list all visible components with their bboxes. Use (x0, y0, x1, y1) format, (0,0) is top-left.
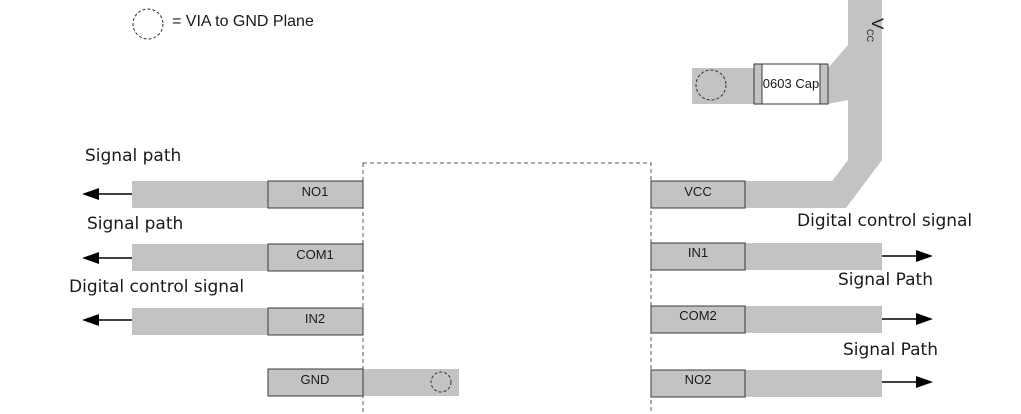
pin-com1: COM1 (267, 243, 364, 272)
trace-no1 (132, 181, 268, 208)
trace-com1 (132, 244, 268, 271)
pin-com2: COM2 (650, 305, 746, 334)
pin-no1: NO1 (267, 180, 364, 209)
signal-label-no1: Signal path (85, 146, 181, 166)
pad-no1 (267, 180, 364, 209)
arrow-left-no1 (82, 188, 132, 200)
cap-gnd-trace (692, 68, 754, 104)
pin-vcc: VCC (650, 180, 746, 209)
vcc-supply-label: V CC (865, 18, 887, 42)
pad-in2 (267, 307, 364, 336)
pin-label-no1: NO1 (302, 184, 329, 199)
signal-label-in2: Digital control signal (69, 277, 244, 297)
pad-no2 (650, 369, 746, 398)
pin-no2: NO2 (650, 369, 746, 398)
pin-label-no2: NO2 (685, 372, 712, 387)
arrow-right-no2 (882, 376, 933, 388)
pin-gnd: GND (267, 368, 364, 397)
arrow-left-com1 (82, 252, 132, 264)
pad-vcc (650, 180, 746, 209)
signal-label-in1: Digital control signal (797, 211, 972, 231)
pad-com2 (650, 305, 746, 334)
legend: = VIA to GND Plane (132, 8, 314, 40)
via-legend-icon (132, 8, 164, 40)
pin-label-vcc: VCC (684, 184, 711, 199)
cap-gnd-via-icon (695, 69, 727, 101)
signal-label-no2: Signal Path (843, 340, 938, 360)
arrow-right-com2 (882, 313, 933, 325)
pin-label-com2: COM2 (679, 308, 717, 323)
vcc-label-main: V (868, 18, 887, 30)
trace-in2 (132, 308, 268, 335)
ic-package-outline (362, 162, 652, 414)
vcc-label-sub: CC (865, 29, 875, 42)
pad-gnd (267, 368, 364, 397)
pin-label-in2: IN2 (305, 311, 325, 326)
gnd-via-icon (430, 371, 452, 393)
vcc-horizontal-trace (745, 181, 835, 208)
trace-com2 (745, 306, 882, 333)
signal-label-com2: Signal Path (838, 270, 933, 290)
pin-label-gnd: GND (301, 372, 330, 387)
capacitor-label: 0603 Cap (763, 76, 819, 91)
pin-in1: IN1 (650, 242, 746, 271)
capacitor-body (753, 63, 829, 105)
trace-gnd (363, 369, 459, 396)
pad-in1 (650, 242, 746, 271)
trace-no2 (745, 370, 882, 397)
capacitor-terminal-right (819, 63, 829, 105)
pad-com1 (267, 243, 364, 272)
capacitor-terminal-left (753, 63, 763, 105)
signal-label-com1: Signal path (87, 214, 183, 234)
pin-label-com1: COM1 (296, 247, 334, 262)
trace-in1 (745, 243, 882, 270)
legend-text: = VIA to GND Plane (172, 13, 314, 30)
pin-label-in1: IN1 (688, 245, 708, 260)
arrow-right-in1 (882, 250, 933, 262)
arrow-left-in2 (82, 314, 132, 326)
vcc-supply-trace: 0603 Cap V CC (692, 0, 887, 208)
pin-in2: IN2 (267, 307, 364, 336)
cap-branch-trace (828, 45, 860, 104)
